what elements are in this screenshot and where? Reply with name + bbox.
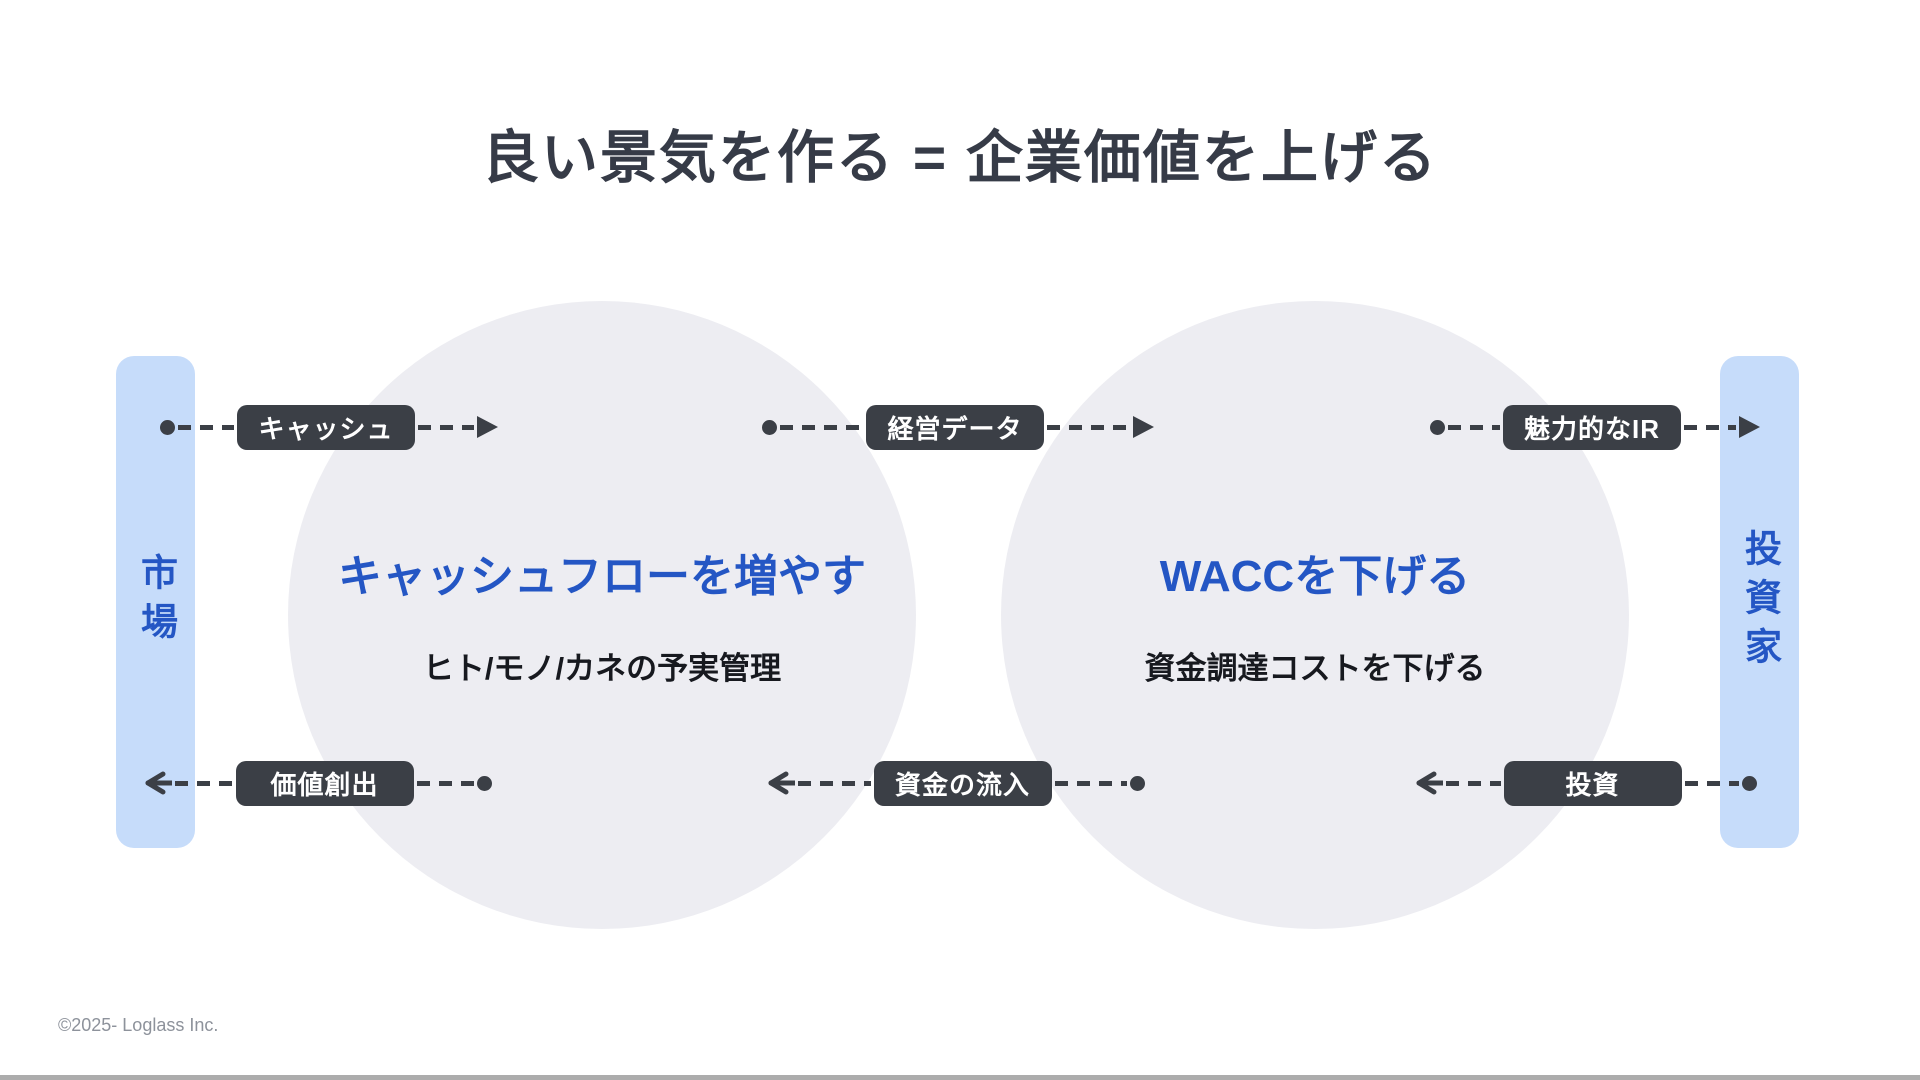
dashed-line	[1446, 780, 1501, 786]
flow-origin-dot	[1130, 775, 1145, 791]
copyright-text: ©2025- Loglass Inc.	[58, 1015, 219, 1035]
market-bar: 市場	[116, 356, 195, 848]
dashed-line	[1448, 424, 1500, 430]
dashed-line	[780, 424, 863, 430]
flow-label-cash: キャッシュ	[237, 404, 415, 450]
investor-bar-label: 投資家	[1739, 528, 1781, 676]
dashed-line	[416, 780, 474, 786]
arrow-attractive-ir: 魅力的なIR	[1430, 404, 1760, 450]
market-bar-label: 市場	[135, 553, 177, 651]
page-title: 良い景気を作る = 企業価値を上げる	[482, 126, 1438, 190]
dashed-line	[418, 424, 474, 430]
arrow-management-data: 経営データ	[762, 404, 1154, 450]
flow-label-fund-inflow: 資金の流入	[873, 760, 1052, 806]
arrowhead-right-icon	[1133, 416, 1154, 438]
arrowhead-left-icon	[1416, 771, 1443, 795]
bottom-border	[0, 1075, 1920, 1080]
dashed-line	[178, 424, 234, 430]
arrowhead-left-icon	[768, 771, 795, 795]
dashed-line	[1047, 424, 1130, 430]
arrowhead-right-icon	[477, 416, 498, 438]
flow-origin-dot	[477, 775, 492, 791]
arrowhead-left-icon	[145, 771, 172, 795]
flow-label-management-data: 経営データ	[866, 404, 1044, 450]
arrow-investment: 投資	[1413, 760, 1757, 806]
dashed-line	[798, 780, 871, 786]
dashed-line	[1054, 780, 1127, 786]
arrow-cash: キャッシュ	[160, 404, 498, 450]
investor-bar: 投資家	[1720, 356, 1799, 848]
flow-origin-dot	[1742, 775, 1757, 791]
arrow-fund-inflow: 資金の流入	[765, 760, 1145, 806]
cashflow-subtitle: ヒト/モノ/カネの予実管理	[422, 651, 782, 686]
arrowhead-right-icon	[1739, 416, 1760, 438]
cashflow-heading: キャッシュフローを増やす	[338, 552, 866, 601]
flow-origin-dot	[1430, 419, 1445, 435]
flow-origin-dot	[762, 419, 777, 435]
flow-label-value-creation: 価値創出	[235, 760, 414, 806]
dashed-line	[1684, 424, 1736, 430]
wacc-circle	[1001, 301, 1629, 929]
flow-origin-dot	[160, 419, 175, 435]
wacc-subtitle: 資金調達コストを下げる	[1144, 651, 1486, 686]
dashed-line	[175, 780, 233, 786]
arrow-value-creation: 価値創出	[142, 760, 492, 806]
cashflow-circle	[288, 301, 916, 929]
wacc-heading: WACCを下げる	[1159, 552, 1471, 601]
dashed-line	[1684, 780, 1739, 786]
flow-label-attractive-ir: 魅力的なIR	[1503, 404, 1681, 450]
flow-label-investment: 投資	[1503, 760, 1682, 806]
